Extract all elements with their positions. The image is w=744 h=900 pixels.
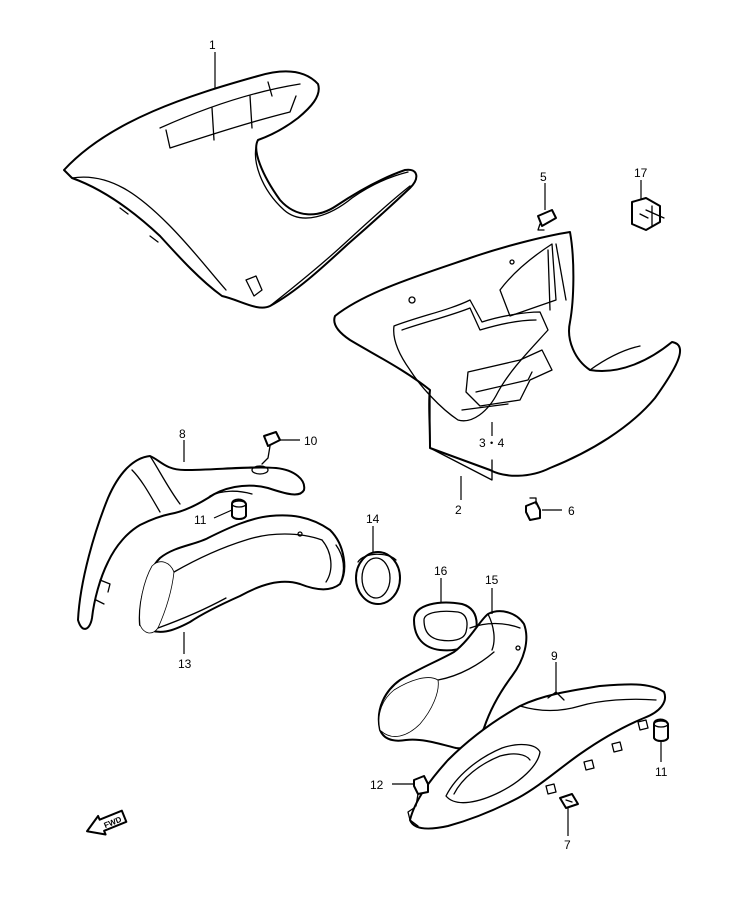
part-11-grommet-right xyxy=(653,718,669,742)
callout-17: 17 xyxy=(634,166,648,180)
callout-15: 15 xyxy=(485,573,499,587)
part-9-lower-cover xyxy=(407,683,666,830)
part-17-clip-nut xyxy=(631,197,665,231)
part-11-grommet-left xyxy=(231,498,247,520)
part-8-inner-panel xyxy=(77,455,306,630)
part-6-screw xyxy=(525,497,541,521)
callout-6: 6 xyxy=(568,504,575,518)
callout-12: 12 xyxy=(370,778,384,792)
callout-16: 16 xyxy=(434,564,448,578)
callout-labels: 1 2 3・4 5 6 7 8 9 10 11 11 12 13 14 15 1… xyxy=(178,38,668,852)
callout-3-4: 3・4 xyxy=(479,436,505,450)
leader-lines xyxy=(183,52,662,836)
part-12-bolt xyxy=(413,775,429,807)
callout-5: 5 xyxy=(540,170,547,184)
callout-13: 13 xyxy=(178,657,192,671)
callout-2: 2 xyxy=(455,503,462,517)
callout-10: 10 xyxy=(304,434,318,448)
callout-11-left: 11 xyxy=(194,513,207,527)
part-10-bolt xyxy=(251,431,281,475)
part-15-lower-duct xyxy=(377,610,528,750)
part-14-ring xyxy=(355,551,401,605)
fwd-direction-arrow: FWD xyxy=(86,809,128,836)
callout-8: 8 xyxy=(179,427,186,441)
callout-11-right: 11 xyxy=(655,765,668,779)
part-13-air-duct xyxy=(138,514,346,634)
part-1-inner-cowl xyxy=(63,70,418,309)
part-2-side-fairing xyxy=(333,231,682,481)
callout-1: 1 xyxy=(209,38,216,52)
callout-14: 14 xyxy=(366,512,380,526)
part-7-clip xyxy=(559,793,579,809)
callout-7: 7 xyxy=(564,838,571,852)
callout-9: 9 xyxy=(551,649,558,663)
part-5-bolt xyxy=(537,209,557,231)
